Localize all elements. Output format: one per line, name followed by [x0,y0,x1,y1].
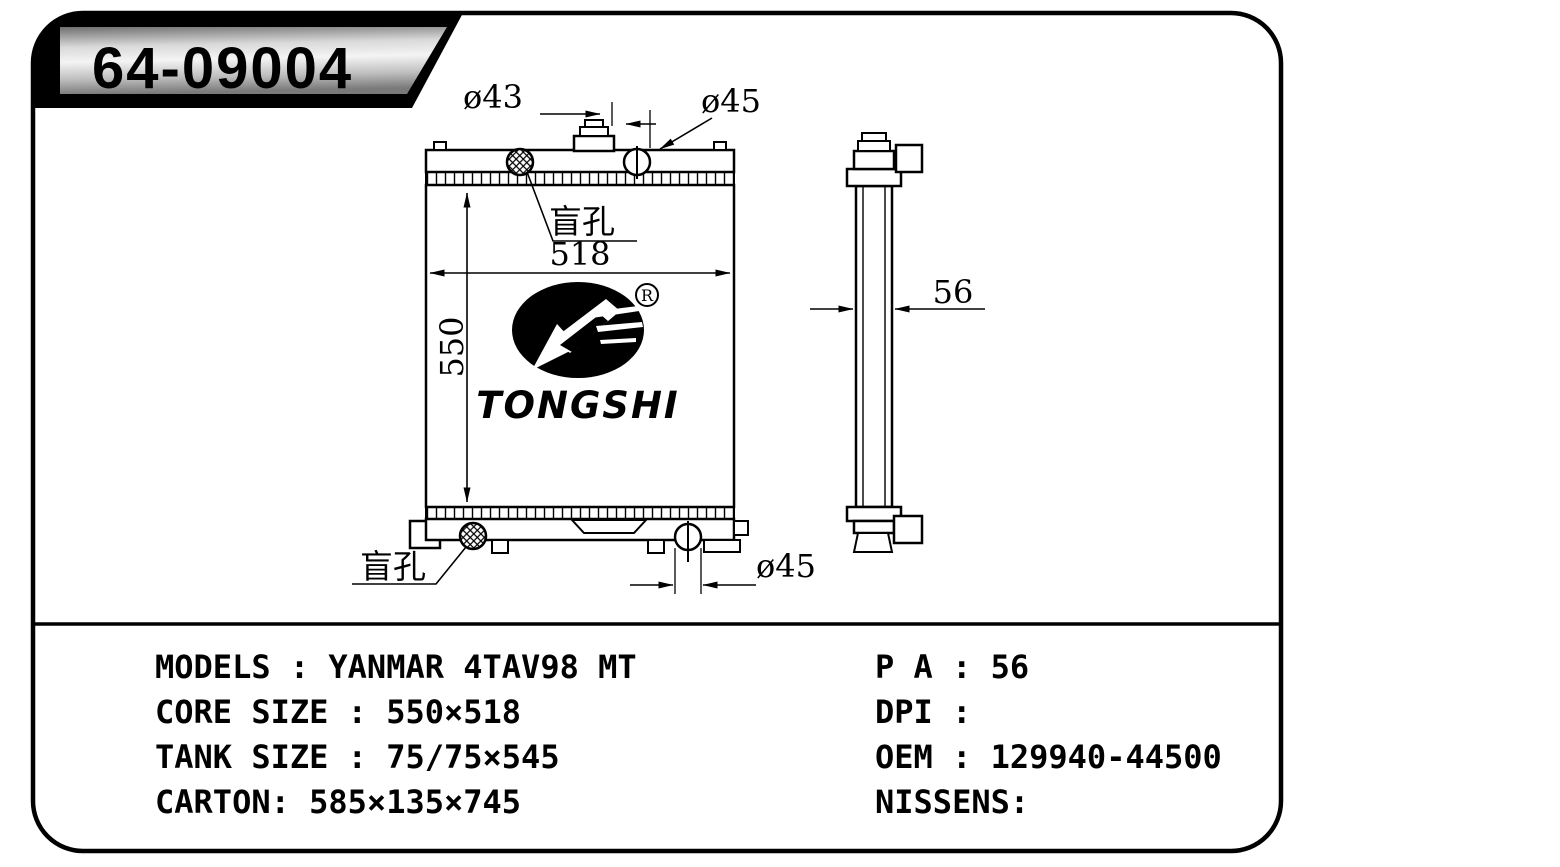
bottom-bracket-right-foot [703,539,741,553]
spec-tank-size: TANK SIZE : 75/75×545 [155,738,560,776]
side-top-flange [845,167,903,188]
spec-table-left: MODELS : YANMAR 4TAV98 MT CORE SIZE : 55… [155,645,637,825]
spec-carton: CARTON: 585×135×745 [155,783,522,821]
brand-logo-text: TONGSHI [476,384,679,427]
inlet-diameter-label: ø45 [701,82,761,120]
top-ear-right [713,141,727,151]
spec-pa: P A : 56 [875,648,1030,686]
filler-neck [572,134,616,153]
side-core [854,184,894,509]
bottom-foot-left [491,539,509,554]
spec-table-right: P A : 56 DPI : OEM : 129940-44500 NISSEN… [875,645,1222,825]
part-number-badge: 64-09004 [33,13,463,108]
sheet-border [30,10,1284,854]
brand-logo: R TONGSHI [476,282,679,427]
registered-mark-circle [635,283,659,307]
spec-dpi: DPI : [875,693,972,731]
side-cap [857,140,891,152]
side-inlet-pipe [894,143,924,174]
thickness-label: 56 [933,273,974,311]
top-tank [424,148,736,174]
top-ear-left [433,141,447,151]
outlet-diameter-label: ø45 [756,547,816,585]
core-width-label: 518 [549,235,610,273]
bottom-fin-band [425,506,735,520]
radiator-side-view [845,132,924,553]
side-bottom-foot [852,532,894,553]
cap-diameter-label: ø43 [463,78,523,116]
spec-core-size: CORE SIZE : 550×518 [155,693,522,731]
bottom-tank-notch [569,519,649,534]
spec-models: MODELS : YANMAR 4TAV98 MT [155,648,637,686]
part-number-text: 64-09004 [92,36,353,101]
spec-nissens: NISSENS: [875,783,1030,821]
top-fin-band [425,171,735,186]
core-height-label: 550 [433,316,471,377]
side-top-neck [852,149,896,171]
blind-hole-top [505,147,535,177]
side-cap-top [861,132,887,142]
spec-oem: OEM : 129940-44500 [875,738,1222,776]
front-view-dimensions [352,102,756,594]
blind-hole-bottom [458,521,488,551]
side-outlet-pipe [892,514,924,545]
blind-hole-bottom-label: 盲孔 [360,547,426,586]
side-bottom-block [852,519,896,535]
bottom-foot-right [647,539,665,554]
filler-cap [579,126,609,137]
bottom-bracket-left [408,519,442,550]
blind-hole-top-label: 盲孔 [549,202,615,241]
bottom-bracket-right [733,520,749,536]
filler-cap-top [584,119,604,128]
registered-mark: R [641,286,654,305]
